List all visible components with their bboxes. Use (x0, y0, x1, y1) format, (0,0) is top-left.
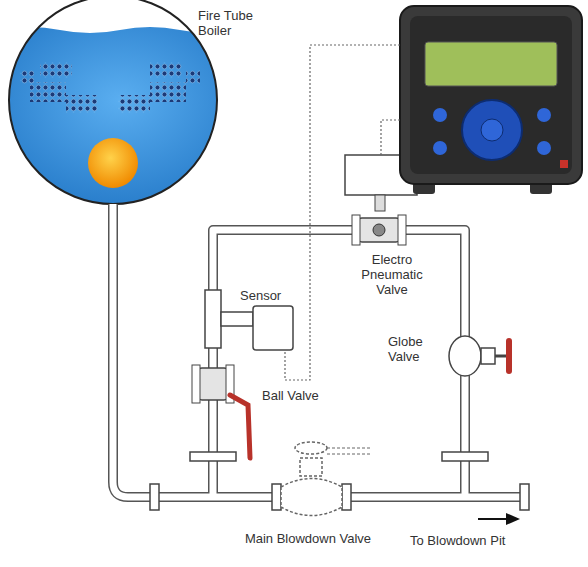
valve-label: Electro Pneumatic Valve (352, 252, 432, 297)
destination-label: To Blowdown Pit (410, 533, 580, 548)
ball-valve (192, 365, 250, 458)
globe-valve (449, 336, 512, 376)
pipework (113, 204, 525, 497)
valve-label: Globe Valve (388, 334, 436, 364)
signal-wires (285, 45, 400, 380)
valve-label: Ball Valve (262, 388, 342, 403)
boiler-label: Fire Tube Boiler (198, 8, 260, 38)
valve-label: Main Blowdown Valve (240, 531, 376, 546)
main-blowdown-valve (281, 442, 372, 516)
sensor-label: Sensor (240, 288, 300, 303)
blowdown-controller (400, 6, 582, 194)
flow-arrow (478, 513, 520, 525)
